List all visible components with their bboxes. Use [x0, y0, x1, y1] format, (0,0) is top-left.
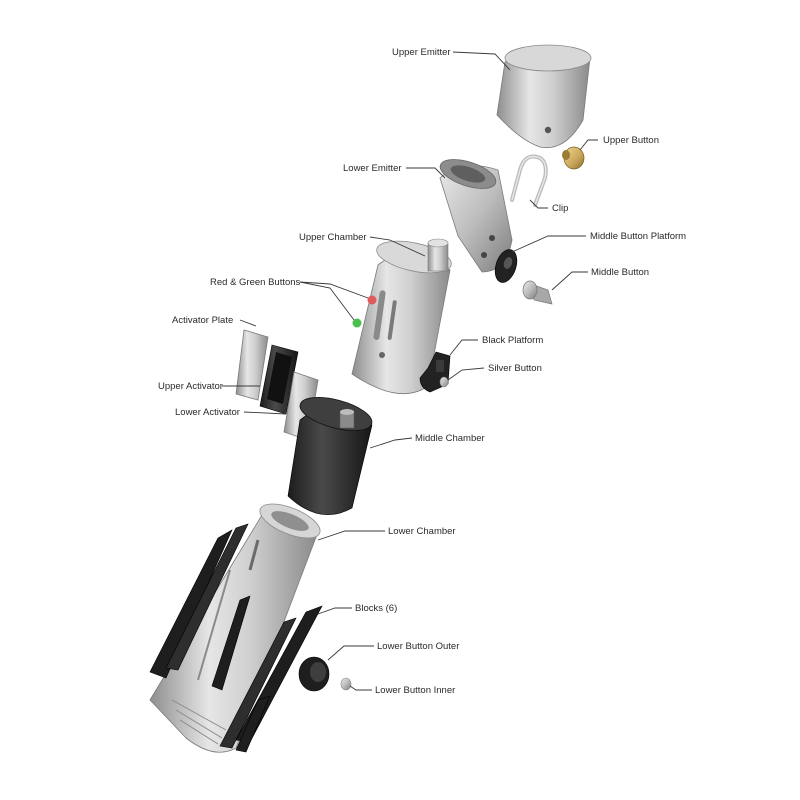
clip-part	[510, 154, 548, 207]
upper-chamber-part	[351, 238, 452, 395]
label-upper-activator: Upper Activator	[158, 381, 223, 392]
label-silver-button: Silver Button	[488, 363, 542, 374]
lower-button-outer-part	[298, 656, 330, 692]
label-lower-emitter: Lower Emitter	[343, 163, 402, 174]
label-upper-chamber: Upper Chamber	[299, 232, 367, 243]
middle-button-platform-part	[494, 249, 518, 283]
label-middle-button-platform: Middle Button Platform	[590, 231, 686, 242]
green-button-part	[352, 318, 362, 328]
label-activator-plate: Activator Plate	[172, 315, 233, 326]
label-lower-button-outer: Lower Button Outer	[377, 641, 459, 652]
label-middle-button: Middle Button	[591, 267, 649, 278]
label-lower-chamber: Lower Chamber	[388, 526, 456, 537]
label-red-green-buttons: Red & Green Buttons	[210, 277, 301, 288]
lower-emitter-part	[439, 159, 513, 273]
label-lower-button-inner: Lower Button Inner	[375, 685, 455, 696]
blocks-part	[149, 523, 323, 753]
label-upper-emitter: Upper Emitter	[392, 47, 451, 58]
middle-button-part	[522, 280, 553, 305]
label-clip: Clip	[552, 203, 568, 214]
label-black-platform: Black Platform	[482, 335, 543, 346]
upper-emitter-part	[496, 44, 592, 149]
lower-button-inner-part	[340, 677, 352, 691]
upper-button-part	[562, 146, 585, 170]
middle-chamber-part	[287, 397, 373, 515]
label-upper-button: Upper Button	[603, 135, 659, 146]
leader-lines	[222, 51, 598, 691]
activator-plate-part	[235, 329, 269, 401]
silver-button-part	[439, 376, 449, 388]
red-button-part	[367, 295, 377, 305]
label-middle-chamber: Middle Chamber	[415, 433, 485, 444]
label-blocks: Blocks (6)	[355, 603, 397, 614]
label-lower-activator: Lower Activator	[175, 407, 240, 418]
